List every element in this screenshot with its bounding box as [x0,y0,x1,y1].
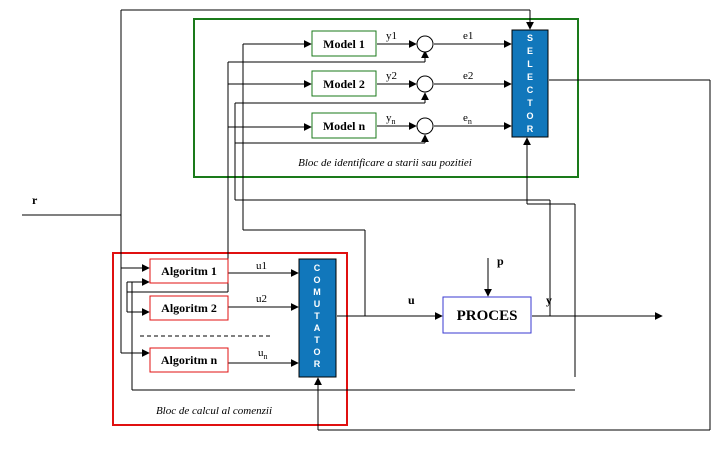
error-1-label: e1 [463,30,473,42]
process: PROCES [442,296,532,334]
control-block-caption: Bloc de calcul al comenzii [156,405,272,417]
selector-letter: E [527,72,533,82]
identification-block-caption: Bloc de identificare a starii sau poziti… [298,157,472,169]
algorithm-1-label: Algoritm 1 [161,264,217,278]
comparator-n [416,117,434,135]
comparator-1 [416,35,434,53]
process-label: PROCES [457,308,518,324]
algorithm-1-box [149,258,229,284]
disturbance-signal-label: p [497,254,504,268]
commutator-letter: C [314,263,321,273]
model-n-box [311,112,377,139]
algorithm-n-label: Algoritm n [161,353,218,367]
commutator-letter: T [314,335,320,345]
selector-box [511,29,549,138]
selector-letter: T [527,98,533,108]
selector-letter: S [527,33,533,43]
model-2: Model 2 [311,70,377,97]
model-2-box [311,70,377,97]
selector-letter: R [527,124,534,134]
identification-block-border [193,18,579,178]
algorithm-n-box [149,347,229,373]
selector-letter: L [527,59,533,69]
reference-signal-label: r [32,193,38,207]
selector: S E L E C T O R [511,29,549,138]
model-1-label: Model 1 [323,37,365,51]
algorithm-2-output-label: u2 [256,293,267,305]
output-signal-label: y [546,293,552,307]
comparator-2 [416,75,434,93]
algorithm-1: Algoritm 1 [149,258,229,284]
algorithm-2: Algoritm 2 [149,295,229,321]
model-1-output-label: y1 [386,30,397,42]
commutator-letter: M [313,287,321,297]
model-n: Model n [311,112,377,139]
commutator-letter: A [314,323,321,333]
commutator-letter: O [313,347,320,357]
error-2-label: e2 [463,70,473,82]
model-1-box [311,30,377,57]
commutator-letter: U [314,299,321,309]
model-n-label: Model n [323,119,366,133]
selector-letter: C [527,85,534,95]
commutator-box [298,258,337,378]
commutator-letter: R [314,359,321,369]
algorithm-2-label: Algoritm 2 [161,301,217,315]
commutator-letter: T [314,311,320,321]
model-n-output-label: yn [386,112,396,126]
model-1: Model 1 [311,30,377,57]
commutator-letter: O [313,275,320,285]
model-2-output-label: y2 [386,70,397,82]
control-block-border [112,252,348,426]
selector-letter: O [526,111,533,121]
algorithm-1-output-label: u1 [256,260,267,272]
selector-letter: E [527,46,533,56]
algorithm-n: Algoritm n [149,347,229,373]
control-signal-label: u [408,293,415,307]
error-n-label: en [463,112,472,126]
commutator: C O M U T A T O R [298,258,337,378]
model-2-label: Model 2 [323,77,365,91]
algorithm-n-output-label: un [258,347,268,361]
algorithm-2-box [149,295,229,321]
process-box [442,296,532,334]
wiring [22,9,711,431]
